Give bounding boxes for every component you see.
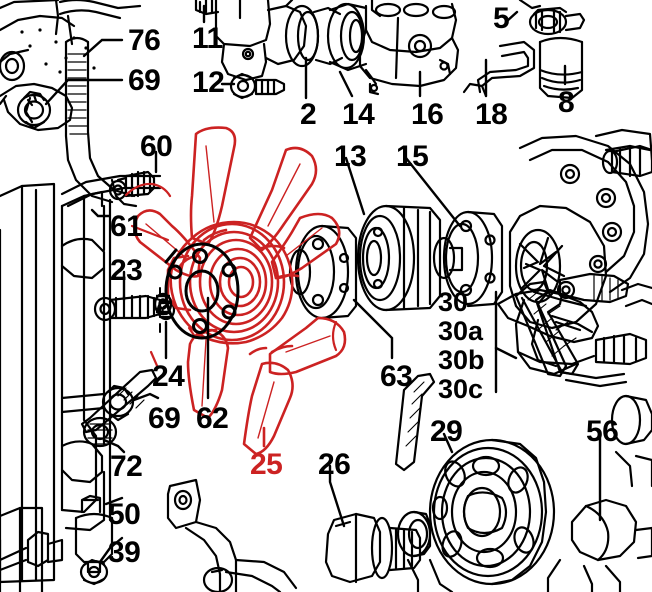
fitting-right-lower — [594, 332, 648, 366]
callout-50: 50 — [108, 498, 141, 531]
hose-clip-screw-60 — [116, 170, 156, 198]
bolt-23 — [93, 294, 162, 322]
callout-5: 5 — [493, 2, 510, 35]
bolt-12 — [229, 72, 286, 100]
thermostat-housing-2 — [214, 0, 344, 82]
callout-8: 8 — [558, 86, 575, 119]
crankshaft-pulley-damper-29 — [406, 438, 556, 592]
callout-15: 15 — [396, 140, 429, 173]
callout-14: 14 — [342, 98, 375, 131]
oil-filter-adapter-nut-5 — [518, 0, 586, 36]
water-outlet-elbow-14 — [326, 2, 368, 72]
callout-13: 13 — [334, 140, 367, 173]
drain-plug-39 — [79, 558, 109, 586]
callout-16: 16 — [411, 98, 444, 131]
callout-11: 11 — [192, 22, 223, 55]
callout-29: 29 — [430, 415, 463, 448]
engine-block-bottom-left — [0, 506, 64, 592]
rubber-grommet-72 — [82, 416, 118, 448]
callout-60: 60 — [140, 130, 173, 163]
callout-24: 24 — [152, 360, 185, 393]
callout-stack-belts: 30 30a 30b 30c — [438, 288, 485, 404]
nut-24 — [153, 292, 173, 316]
callout-56: 56 — [586, 415, 619, 448]
stud-bolt-upper-right — [601, 144, 652, 178]
callout-30c: 30c — [438, 374, 484, 404]
hex-flange-bolt-26 — [324, 512, 422, 584]
callout-30a: 30a — [438, 316, 484, 346]
bracket-bottom-center — [166, 478, 298, 592]
callout-39: 39 — [108, 536, 141, 569]
water-pump-housing-right — [508, 128, 652, 388]
callout-18: 18 — [475, 98, 508, 131]
callout-69-lower: 69 — [148, 402, 181, 435]
fan-hub-flange-62 — [164, 242, 240, 340]
callout-30: 30 — [438, 287, 469, 317]
belt-stub-upper — [532, 290, 588, 308]
stud-11 — [194, 0, 220, 16]
callout-62: 62 — [196, 402, 229, 435]
engine-cover-top-left — [0, 0, 96, 132]
radiator-core — [0, 182, 112, 584]
callout-72: 72 — [110, 450, 143, 483]
stud-bolt-56 — [558, 272, 630, 304]
water-pump-body-16 — [358, 0, 460, 96]
hose-clamp-69-upper — [16, 90, 52, 130]
washer-24 — [156, 299, 176, 321]
hose-piece-upper-right — [496, 288, 600, 344]
callout-12: 12 — [192, 66, 225, 99]
callout-25-highlighted: 25 — [250, 448, 283, 481]
callout-23: 23 — [110, 254, 143, 287]
coolant-drain-cock-50 — [74, 494, 114, 574]
radiator-top-rail-61 — [60, 174, 162, 208]
callout-63: 63 — [380, 360, 413, 393]
callout-76: 76 — [128, 24, 161, 57]
bracket-rod-18 — [462, 40, 536, 98]
callout-2: 2 — [300, 98, 317, 131]
hose-clamp-69-lower — [101, 384, 135, 422]
v-belts-30 — [394, 280, 580, 472]
seal-ring — [396, 510, 432, 558]
long-rod-part — [80, 368, 158, 434]
callout-69-upper: 69 — [128, 64, 161, 97]
callout-26: 26 — [318, 448, 351, 481]
callout-30b: 30b — [438, 345, 485, 375]
callout-61: 61 — [110, 210, 143, 243]
